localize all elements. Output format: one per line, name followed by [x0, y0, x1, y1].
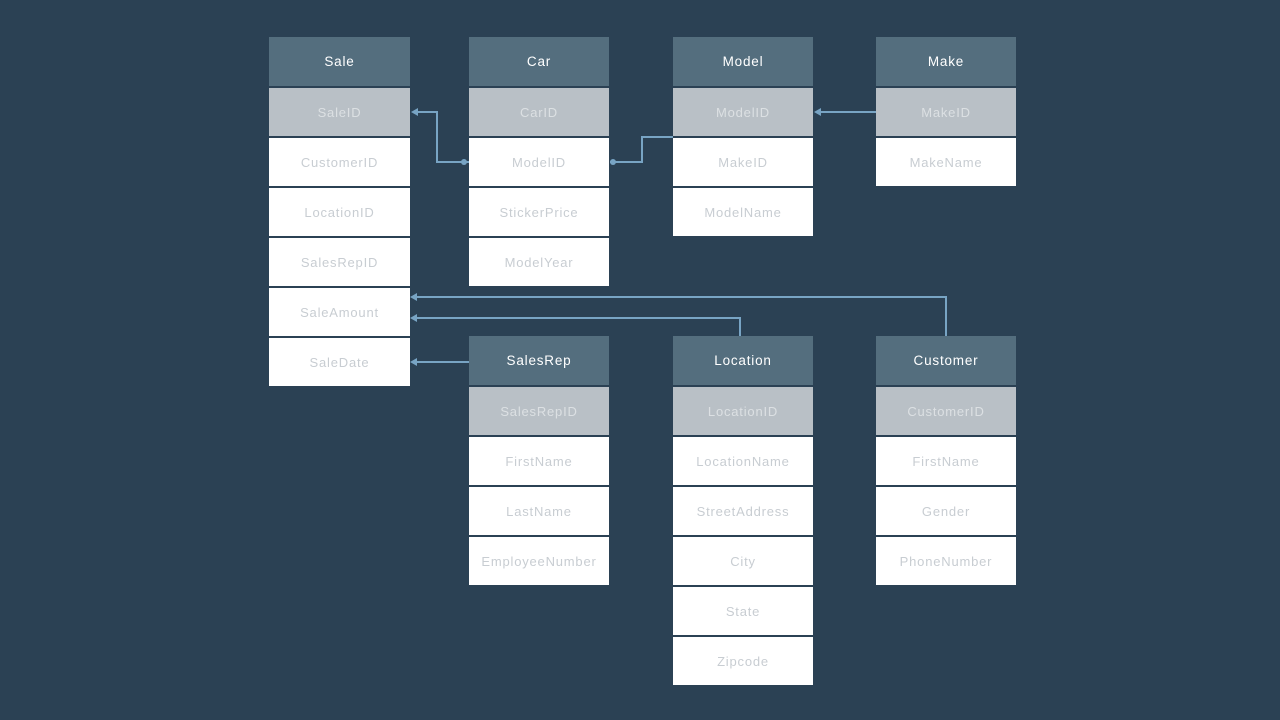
- field-row-firstname: FirstName: [876, 437, 1016, 485]
- table-title: SalesRep: [506, 353, 572, 368]
- field-row-state: State: [673, 587, 813, 635]
- arrowhead-icon: [410, 314, 417, 322]
- arrowhead-icon: [814, 108, 821, 116]
- table-header: SalesRep: [469, 336, 609, 385]
- field-row-streetaddress: StreetAddress: [673, 487, 813, 535]
- table-header: Car: [469, 37, 609, 86]
- connector-segment: [416, 296, 947, 298]
- field-row-stickerprice: StickerPrice: [469, 188, 609, 236]
- field-row-firstname: FirstName: [469, 437, 609, 485]
- connector-segment: [641, 136, 673, 138]
- field-row-saleid: SaleID: [269, 88, 410, 136]
- connector-endpoint-dot: [461, 159, 467, 165]
- connector-segment: [641, 136, 643, 163]
- field-row-city: City: [673, 537, 813, 585]
- field-row-saledate: SaleDate: [269, 338, 410, 386]
- field-row-carid: CarID: [469, 88, 609, 136]
- table-header: Model: [673, 37, 813, 86]
- field-row-salesrepid: SalesRepID: [269, 238, 410, 286]
- connector-segment: [417, 111, 438, 113]
- table-title: Make: [927, 54, 965, 69]
- connector-segment: [436, 161, 469, 163]
- table-header: Customer: [876, 336, 1016, 385]
- arrowhead-icon: [410, 358, 417, 366]
- field-row-locationname: LocationName: [673, 437, 813, 485]
- field-row-makeid: MakeID: [876, 88, 1016, 136]
- table-title: Sale: [324, 54, 355, 69]
- table-header: Location: [673, 336, 813, 385]
- field-row-employeenumber: EmployeeNumber: [469, 537, 609, 585]
- connector-segment: [739, 317, 741, 338]
- field-row-lastname: LastName: [469, 487, 609, 535]
- table-title: Location: [714, 353, 772, 368]
- field-row-modelyear: ModelYear: [469, 238, 609, 286]
- field-row-makeid: MakeID: [673, 138, 813, 186]
- field-row-zipcode: Zipcode: [673, 637, 813, 685]
- connector-segment: [610, 161, 643, 163]
- connector-segment: [945, 296, 947, 338]
- field-row-modelid: ModelID: [673, 88, 813, 136]
- field-row-makename: MakeName: [876, 138, 1016, 186]
- arrowhead-icon: [410, 293, 417, 301]
- field-row-customerid: CustomerID: [269, 138, 410, 186]
- field-row-modelname: ModelName: [673, 188, 813, 236]
- connector-segment: [416, 361, 469, 363]
- field-row-locationid: LocationID: [673, 387, 813, 435]
- field-row-phonenumber: PhoneNumber: [876, 537, 1016, 585]
- field-row-customerid: CustomerID: [876, 387, 1016, 435]
- table-title: Model: [722, 54, 764, 69]
- field-row-modelid: ModelID: [469, 138, 609, 186]
- table-title: Car: [526, 54, 552, 69]
- table-title: Customer: [913, 353, 979, 368]
- connector-segment: [436, 111, 438, 163]
- connector-segment: [416, 317, 741, 319]
- field-row-locationid: LocationID: [269, 188, 410, 236]
- arrowhead-icon: [411, 108, 418, 116]
- table-header: Sale: [269, 37, 410, 86]
- connector-segment: [820, 111, 876, 113]
- table-header: Make: [876, 37, 1016, 86]
- field-row-saleamount: SaleAmount: [269, 288, 410, 336]
- field-row-gender: Gender: [876, 487, 1016, 535]
- field-row-salesrepid: SalesRepID: [469, 387, 609, 435]
